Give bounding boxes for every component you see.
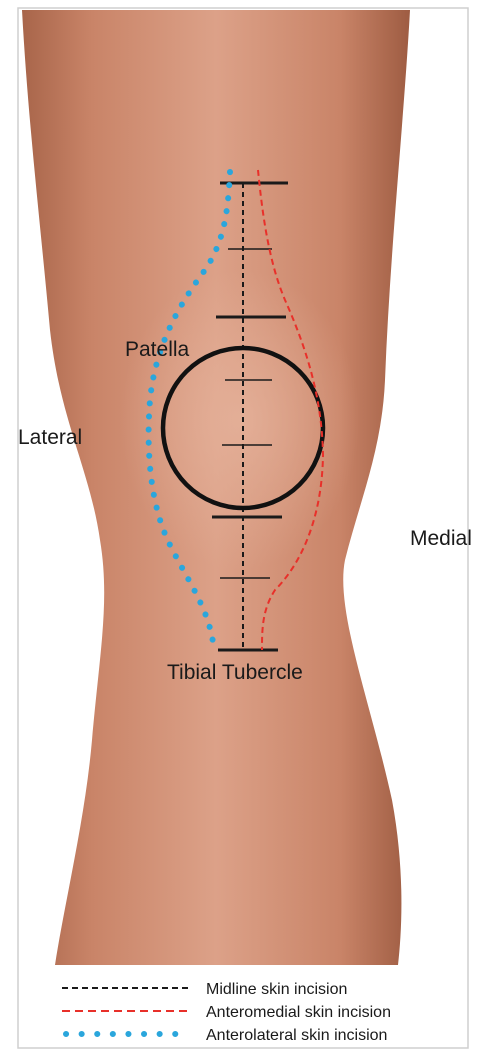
patella-label: Patella xyxy=(125,338,190,361)
legend-label-anteromedial: Anteromedial skin incision xyxy=(206,1004,391,1021)
tibial-tubercle-label: Tibial Tubercle xyxy=(167,661,303,684)
legend-label-midline: Midline skin incision xyxy=(206,981,347,998)
legend-label-anterolateral: Anterolateral skin incision xyxy=(206,1027,387,1044)
lateral-label: Lateral xyxy=(18,426,82,449)
medial-label: Medial xyxy=(410,527,472,550)
legend: Midline skin incision Anteromedial skin … xyxy=(62,981,391,1044)
